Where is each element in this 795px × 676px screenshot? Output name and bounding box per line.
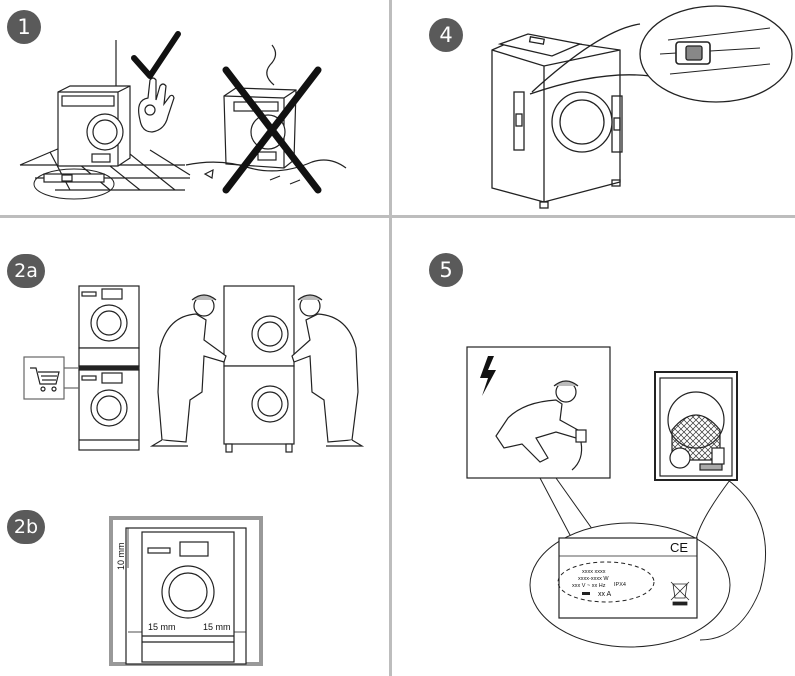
rating-plate: [529, 522, 731, 648]
step-badge-1: 1: [7, 10, 41, 44]
check-icon: [131, 31, 181, 79]
cart-icon: [30, 367, 60, 392]
dryer-back-view: [654, 371, 738, 481]
step-badge-2b: 2b: [7, 510, 45, 544]
plate-line2: xxxx-xxxx W: [578, 576, 609, 582]
step2a-workers-lifting: [149, 285, 365, 453]
step-badge-5: 5: [429, 253, 463, 287]
dim-left-gap: 15 mm: [148, 622, 176, 632]
plate-line1: xxxx xxxx: [582, 569, 606, 575]
step-badge-4: 4: [429, 18, 463, 52]
vertical-divider: [389, 0, 392, 676]
step2a-stacking: [23, 285, 140, 451]
plate-line3: xxx V ~ xx Hz: [572, 583, 606, 589]
weee-bin-icon: [670, 581, 690, 606]
ce-icon: CE: [670, 540, 688, 555]
step5-electrical-connection: [466, 346, 611, 479]
dim-right-gap: 15 mm: [203, 622, 231, 632]
step-badge-2a: 2a: [7, 254, 45, 288]
cross-icon: [222, 66, 322, 194]
step2b-niche-clearance: [109, 516, 263, 666]
step1-level-floor-ok: [19, 40, 191, 200]
plate-ip-rating: IPX4: [614, 582, 626, 588]
plate-amps: xx A: [598, 591, 612, 598]
step4-level-check: [491, 5, 793, 209]
dim-top-gap: 10 mm: [116, 542, 126, 570]
horizontal-divider: [0, 215, 795, 218]
step1-uneven-floor-bad: [185, 44, 347, 185]
lightning-icon: [480, 356, 496, 396]
